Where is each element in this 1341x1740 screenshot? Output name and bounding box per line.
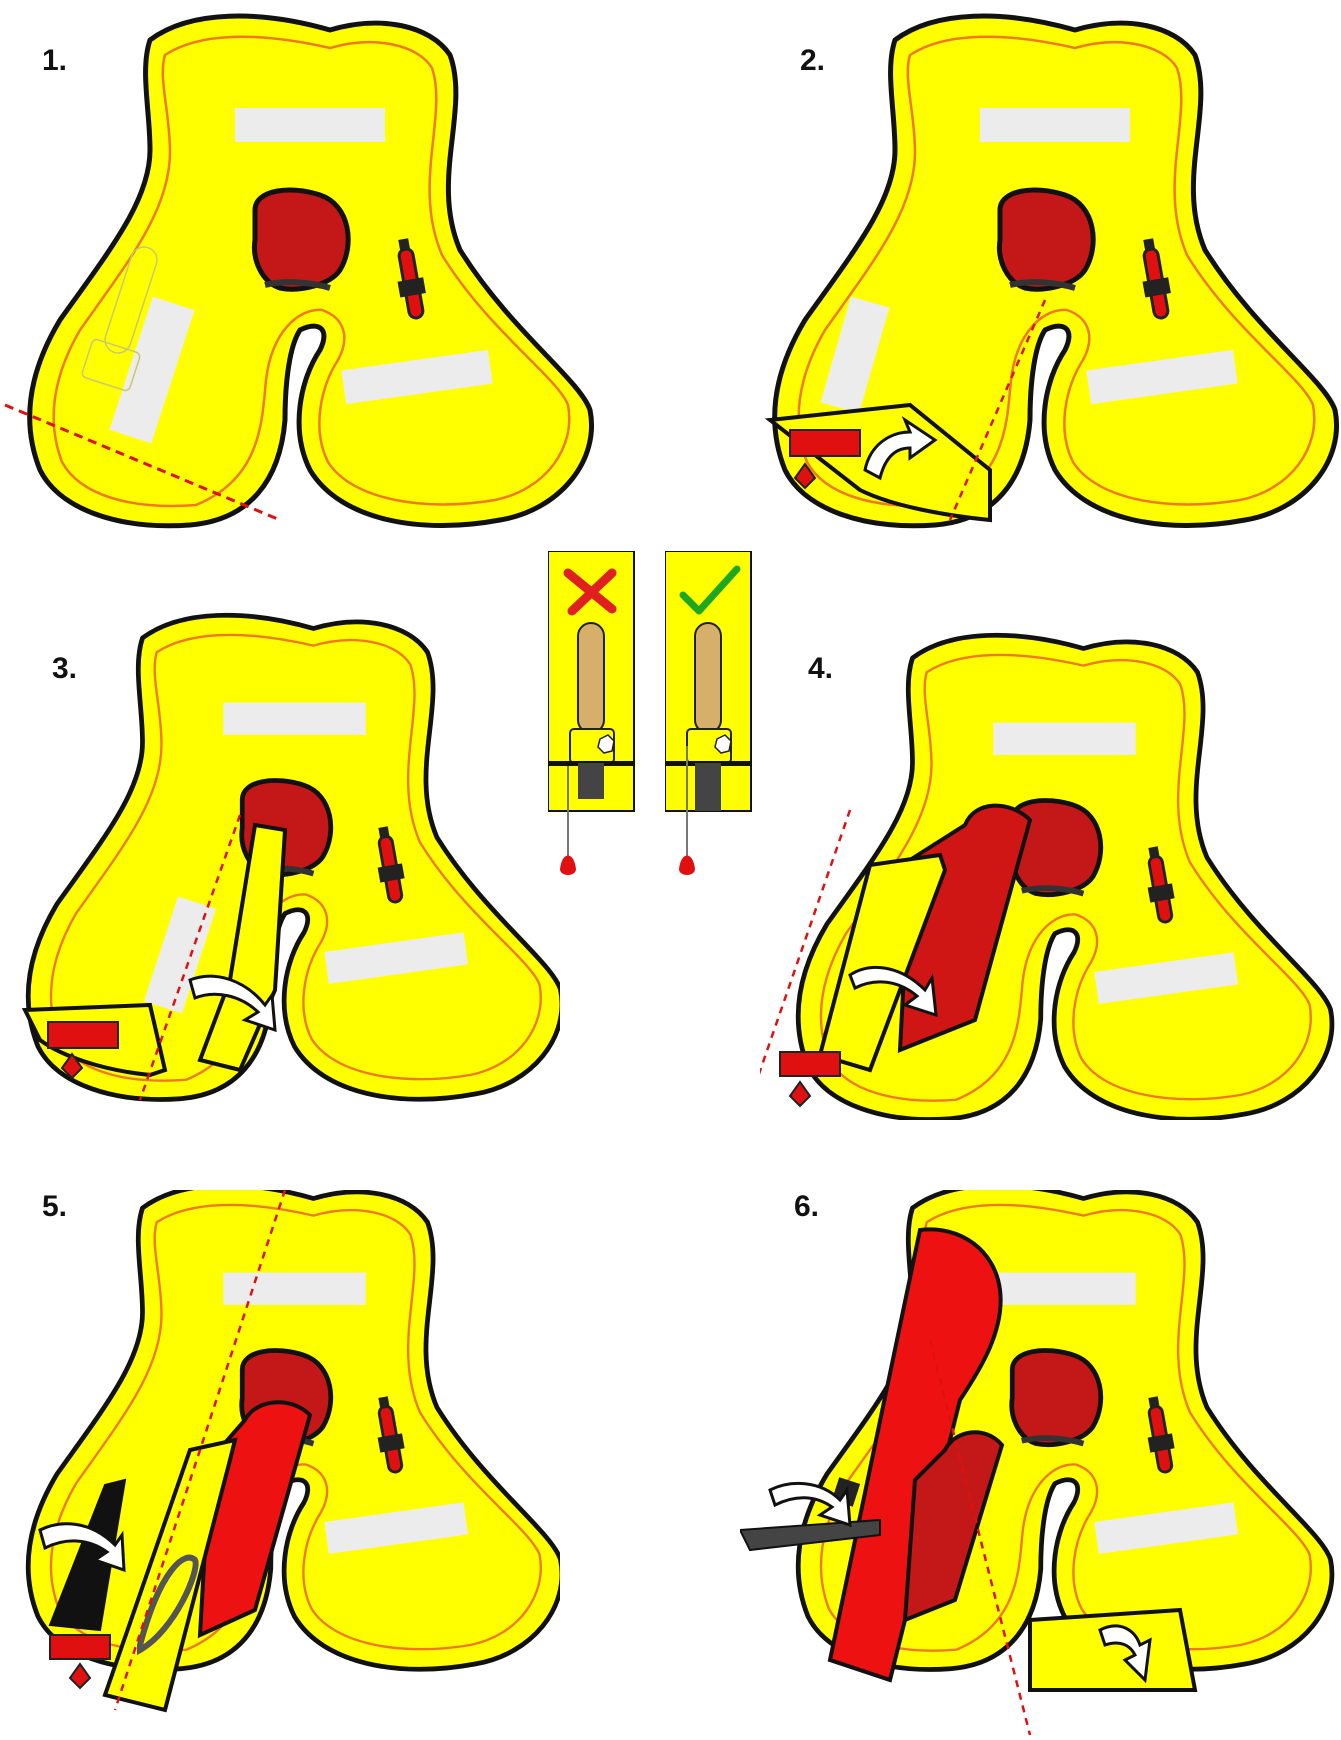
step-5-illustration — [0, 1190, 560, 1740]
step-2-label: 2. — [800, 44, 825, 78]
step-3-label: 3. — [52, 652, 77, 686]
step-3-illustration — [0, 600, 560, 1120]
step-4-illustration — [760, 600, 1341, 1120]
step-4-label: 4. — [808, 652, 833, 686]
step-1-panel: 1. — [0, 0, 620, 540]
step-2-panel: 2. — [740, 0, 1341, 540]
step-1-label: 1. — [42, 44, 67, 78]
step-6-label: 6. — [794, 1190, 819, 1224]
step-4-panel: 4. — [760, 600, 1341, 1120]
incorrect-example-panel — [548, 551, 638, 881]
step-6-illustration — [740, 1190, 1341, 1740]
step-6-panel: 6. — [740, 1190, 1341, 1740]
step-5-panel: 5. — [0, 1190, 560, 1740]
step-2-illustration — [740, 0, 1341, 540]
step-1-illustration — [0, 0, 620, 540]
correct-example-panel — [665, 551, 755, 881]
step-5-label: 5. — [42, 1190, 67, 1224]
step-3-panel: 3. — [0, 600, 560, 1120]
